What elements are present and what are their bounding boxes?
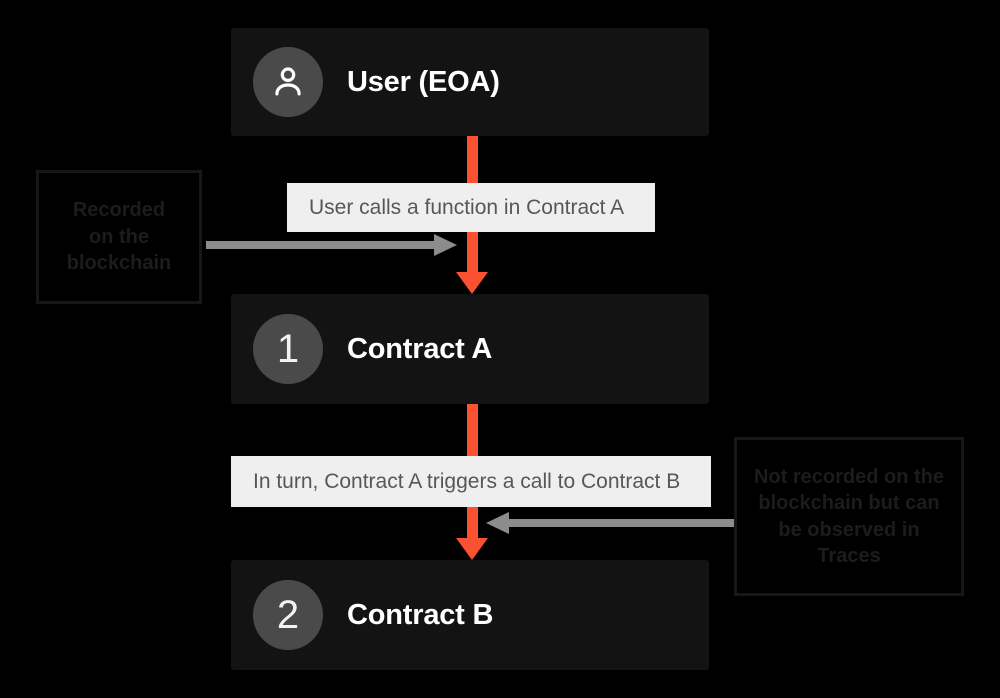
connector-shaft (206, 241, 434, 249)
caption-chip-user-calls: User calls a function in Contract A (287, 183, 655, 232)
annotation-left-line-1: Recorded (72, 199, 166, 222)
annotation-not-recorded-traces: Not recorded on the blockchain but can b… (734, 437, 964, 596)
node-contract-a[interactable]: 1 Contract A (231, 294, 709, 404)
annotation-right-line-1: Not recorded on the (753, 465, 944, 488)
connector-head (434, 234, 457, 256)
caption-chip-contract-a-triggers: In turn, Contract A triggers a call to C… (231, 456, 711, 507)
node-user-label: User (EOA) (347, 65, 500, 98)
arrow-head (456, 538, 488, 560)
node-contract-a-label: Contract A (347, 332, 493, 365)
node-contract-b[interactable]: 2 Contract B (231, 560, 709, 670)
node-user[interactable]: User (EOA) (231, 28, 709, 136)
person-icon (253, 47, 323, 117)
step-number-badge-2: 2 (253, 580, 323, 650)
annotation-left-line-3: blockchain (66, 252, 172, 275)
annotation-recorded-on-blockchain: Recorded on the blockchain (36, 170, 202, 304)
arrow-head (456, 272, 488, 294)
step-number-badge-1: 1 (253, 314, 323, 384)
connector-arrow-left (206, 234, 457, 256)
annotation-right-line-2: blockchain but can (758, 492, 940, 515)
annotation-right-line-3: be observed in (778, 518, 920, 541)
annotation-left-line-2: on the (88, 225, 149, 248)
annotation-right-line-4: Traces (817, 544, 881, 567)
connector-head (486, 512, 509, 534)
node-contract-b-label: Contract B (347, 598, 494, 631)
connector-arrow-right (486, 512, 734, 534)
connector-shaft (509, 519, 734, 527)
